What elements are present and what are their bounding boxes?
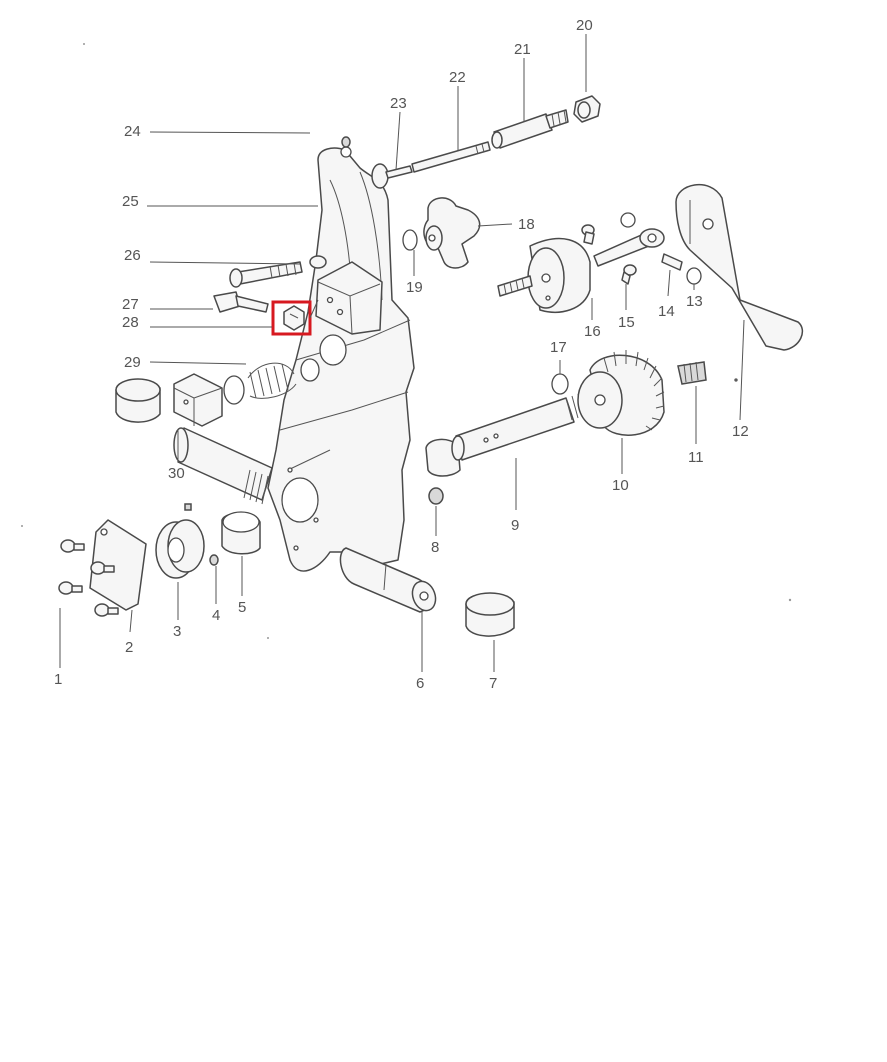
part-2-cover-plate [89, 519, 147, 611]
scan-specks [21, 43, 792, 639]
part-24-screw [341, 136, 351, 148]
part-23-pin [385, 165, 413, 179]
part-26-screw [229, 255, 327, 288]
part-3-pulley [155, 503, 205, 579]
part-bushing-left [115, 378, 161, 423]
label-22: 22 [449, 69, 466, 86]
label-4: 4 [212, 607, 220, 624]
part-14-pin [661, 253, 683, 271]
part-21-threaded-sleeve [491, 109, 569, 149]
label-15: 15 [618, 314, 635, 331]
part-18-star-knob [423, 197, 481, 269]
label-3: 3 [173, 623, 181, 640]
label-23: 23 [390, 95, 407, 112]
label-27: 27 [122, 296, 139, 313]
label-19: 19 [406, 279, 423, 296]
label-20: 20 [576, 17, 593, 34]
part-27-bolt [213, 291, 269, 313]
part-15-screw [621, 264, 637, 285]
label-13: 13 [686, 293, 703, 310]
part-30-shaft-left [173, 427, 273, 505]
part-1-screws [58, 539, 119, 617]
label-17: 17 [550, 339, 567, 356]
part-17-ring [551, 373, 569, 395]
label-30: 30 [168, 465, 185, 482]
part-19-washer [402, 229, 418, 251]
label-9: 9 [511, 517, 519, 534]
part-6-shaft [339, 547, 437, 613]
label-18: 18 [518, 216, 535, 233]
label-26: 26 [124, 247, 141, 264]
label-16: 16 [584, 323, 601, 340]
part-4-set-screw [209, 554, 219, 566]
part-7-bushing [465, 592, 515, 637]
label-8: 8 [431, 539, 439, 556]
label-6: 6 [416, 675, 424, 692]
label-7: 7 [489, 675, 497, 692]
part-20-nut [573, 95, 601, 123]
label-21: 21 [514, 41, 531, 58]
leader-lines [59, 34, 745, 672]
label-12: 12 [732, 423, 749, 440]
label-11: 11 [688, 449, 704, 466]
label-24: 24 [124, 123, 141, 140]
label-1: 1 [54, 671, 62, 688]
part-12-handle [675, 183, 804, 382]
part-30-block [173, 373, 223, 427]
part-22-rod [411, 141, 491, 173]
part-9-shaft [425, 393, 585, 477]
label-29: 29 [124, 354, 141, 371]
part-28-clip [283, 305, 305, 331]
callout-labels: 1 2 3 4 5 6 7 8 9 10 11 12 13 14 15 16 1… [54, 17, 749, 692]
label-2: 2 [125, 639, 133, 656]
label-5: 5 [238, 599, 246, 616]
label-14: 14 [658, 303, 675, 320]
label-28: 28 [122, 314, 139, 331]
part-5-bushing [221, 511, 261, 555]
main-frame-arm [267, 146, 415, 572]
part-16-cam [497, 212, 665, 313]
part-13-washer [686, 267, 702, 285]
part-10-gear [577, 350, 665, 436]
part-29-spring [223, 362, 297, 405]
label-25: 25 [122, 193, 139, 210]
label-10: 10 [612, 477, 629, 494]
part-8-set-screw [428, 487, 444, 505]
part-11-set-screw [677, 361, 707, 385]
